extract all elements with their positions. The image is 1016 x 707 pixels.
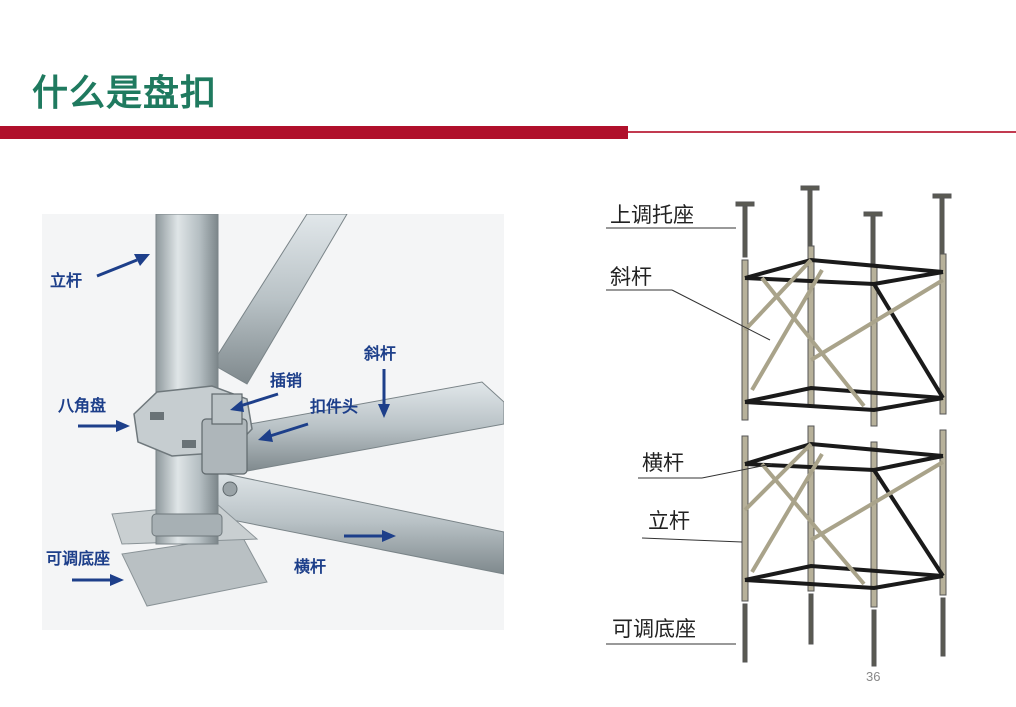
title-underline-thin [628, 131, 1016, 133]
photo-label-octagonal-disc: 八角盘 [57, 396, 130, 432]
photo-label-diagonal-pole: 斜杆 [363, 344, 396, 418]
photo-label-coupler-head: 扣件头 [258, 397, 358, 442]
svg-text:斜杆: 斜杆 [363, 344, 396, 363]
diagram-label-vertical: 立杆 [641, 509, 743, 543]
svg-text:上调托座: 上调托座 [610, 203, 694, 227]
svg-text:扣件头: 扣件头 [310, 397, 358, 416]
svg-text:斜杆: 斜杆 [610, 265, 652, 289]
diagram-label-top-jack: 上调托座 [606, 203, 736, 229]
svg-text:立杆: 立杆 [50, 271, 82, 290]
slide-title: 什么是盘扣 [32, 73, 218, 114]
page-number: 36 [866, 669, 881, 684]
svg-text:横杆: 横杆 [294, 557, 326, 576]
svg-text:可调底座: 可调底座 [46, 549, 110, 568]
photo-label-adjustable-base: 可调底座 [46, 549, 124, 586]
title-underline-thick [0, 126, 628, 139]
svg-text:可调底座: 可调底座 [612, 617, 696, 641]
scaffold-structure-diagram: 上调托座 斜杆 横杆 立杆 可调底座 [606, 185, 952, 667]
scaffold-joint-photo: 立杆 斜杆 插销 八角盘 扣件头 可调底座 横杆 [42, 214, 504, 630]
svg-text:插销: 插销 [270, 371, 302, 390]
photo-label-pin: 插销 [230, 371, 302, 412]
svg-text:八角盘: 八角盘 [57, 396, 106, 415]
photo-label-vertical-pole: 立杆 [50, 254, 150, 290]
svg-text:横杆: 横杆 [642, 451, 684, 475]
svg-text:立杆: 立杆 [648, 509, 690, 533]
diagram-label-diagonal: 斜杆 [606, 265, 771, 341]
diagram-label-bottom-jack: 可调底座 [606, 617, 736, 645]
diagram-label-horizontal: 横杆 [638, 451, 773, 479]
photo-label-horizontal-pole: 横杆 [294, 530, 396, 576]
